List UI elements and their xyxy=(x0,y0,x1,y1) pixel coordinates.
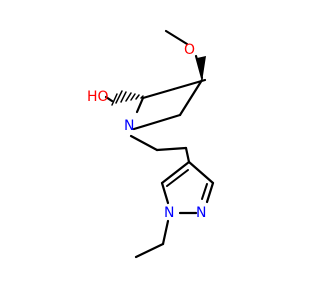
bond-c3-n2-inner xyxy=(201,183,208,200)
bond-ch2-ch2 xyxy=(155,146,188,152)
methoxy-oxygen-label: O xyxy=(184,42,195,58)
hashed-wedge-c2-ch2 xyxy=(111,90,144,106)
bond-c5-n1-pyrazole xyxy=(160,181,170,205)
bond-methyl-o xyxy=(164,29,189,46)
pyrazole-nitrogen-2-label: N xyxy=(196,205,206,221)
bond-c2-n1 xyxy=(135,96,145,114)
pyrrolidine-nitrogen-label: N xyxy=(124,118,134,134)
hydroxyl-oxygen-label: HO xyxy=(87,89,109,105)
bond-n-ethyl-ch2 xyxy=(161,219,170,246)
bond-c4-c5 xyxy=(178,78,204,117)
bond-n1-ch2 xyxy=(129,134,159,152)
bond-c4-c5-pyrazole xyxy=(160,160,191,185)
bond-ch2-pyrazole xyxy=(184,146,191,164)
bond-c5-n1 xyxy=(132,113,182,131)
bond-c4-c5-inner xyxy=(166,169,189,187)
wedge-bond-c4-o xyxy=(197,56,206,82)
bond-ch2-oh xyxy=(104,95,114,103)
bond-c4-c3-pyrazole xyxy=(187,160,215,185)
bond-c3-n2-pyrazole xyxy=(205,181,215,204)
pyrazole-nitrogen-1-label: N xyxy=(164,205,174,221)
bond-ethyl-ch3 xyxy=(134,242,165,259)
bond-c3-c2 xyxy=(141,87,176,100)
molecule-structure: O HO N N N xyxy=(87,29,215,259)
